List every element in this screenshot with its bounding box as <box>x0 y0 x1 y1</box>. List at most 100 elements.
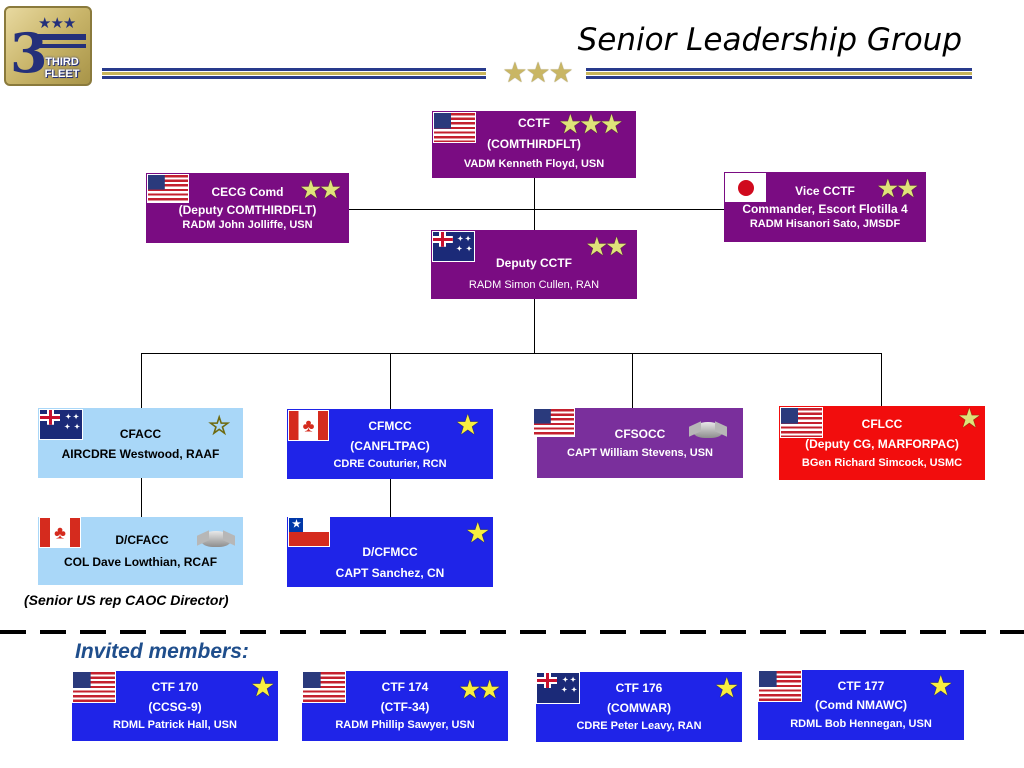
node-title: CTF 174 <box>381 680 429 694</box>
title-rule-left <box>102 68 486 80</box>
node-officer: RDML Bob Hennegan, USN <box>790 718 932 730</box>
node-title: CCTF <box>518 116 550 130</box>
invited-member-ctf-170: ★ CTF 170 (CCSG-9) RDML Patrick Hall, US… <box>72 671 278 741</box>
usa-flag-icon <box>533 408 575 437</box>
logo-bar-secondary <box>36 44 86 48</box>
australia-flag-icon <box>536 672 580 704</box>
node-title: CTF 177 <box>837 679 885 693</box>
canada-flag-icon <box>288 410 329 441</box>
usa-flag-icon <box>433 112 476 143</box>
node-cflcc: ★ CFLCC (Deputy CG, MARFORPAC) BGen Rich… <box>779 406 985 480</box>
eagle-insignia-icon <box>201 531 231 547</box>
node-subtitle: Commander, Escort Flotilla 4 <box>742 202 908 216</box>
connector-line <box>390 353 391 409</box>
eagle-insignia-icon <box>693 422 723 438</box>
two-star-rank-icon: ★★ <box>301 177 341 202</box>
node-officer: RADM Phillip Sawyer, USN <box>335 719 475 731</box>
node-title: CTF 176 <box>615 681 663 695</box>
node-subtitle: (COMTHIRDFLT) <box>487 137 581 151</box>
node-d-cfacc: D/CFACC COL Dave Lowthian, RCAF <box>38 517 243 585</box>
node-cfacc: ☆ CFACC AIRCDRE Westwood, RAAF <box>38 408 243 478</box>
node-subtitle: (Deputy COMTHIRDFLT) <box>178 203 317 217</box>
node-officer: RADM Simon Cullen, RAN <box>468 279 600 291</box>
invited-members-label: Invited members: <box>75 640 249 663</box>
connector-line <box>348 209 724 210</box>
usa-flag-icon <box>780 407 823 438</box>
node-cfmcc: ★ CFMCC (CANFLTPAC) CDRE Couturier, RCN <box>287 409 493 479</box>
node-officer: RADM Hisanori Sato, JMSDF <box>749 218 901 230</box>
title-rule-right <box>586 68 972 80</box>
one-star-rank-icon: ★ <box>467 520 489 547</box>
node-subtitle: (CCSG-9) <box>148 700 202 714</box>
node-cecg-comd: ★★ CECG Comd (Deputy COMTHIRDFLT) RADM J… <box>146 173 349 243</box>
node-deputy-cctf: ★★ Deputy CCTF RADM Simon Cullen, RAN <box>431 230 637 299</box>
node-subtitle: (CANFLTPAC) <box>350 439 430 453</box>
node-officer: RDML Patrick Hall, USN <box>113 719 237 731</box>
node-title: CFLCC <box>861 417 903 431</box>
connector-line <box>390 479 391 517</box>
two-star-rank-icon: ★★ <box>878 176 918 201</box>
one-star-rank-icon: ★ <box>457 412 479 439</box>
connector-line <box>141 478 142 518</box>
connector-line <box>534 178 535 230</box>
node-title: Vice CCTF <box>795 184 855 198</box>
connector-line <box>881 353 882 406</box>
node-cctf: ★★★ CCTF (COMTHIRDFLT) VADM Kenneth Floy… <box>432 111 636 178</box>
node-officer: RADM John Jolliffe, USN <box>182 219 313 231</box>
node-officer: CAPT Sanchez, CN <box>335 566 445 580</box>
one-star-rank-icon: ★ <box>959 405 980 431</box>
page-title: Senior Leadership Group <box>577 22 962 58</box>
usa-flag-icon <box>302 671 346 703</box>
usa-flag-icon <box>72 671 116 703</box>
logo-bar <box>36 34 86 40</box>
node-subtitle: (COMWAR) <box>607 701 671 715</box>
node-officer: CDRE Couturier, RCN <box>333 458 447 470</box>
node-officer: BGen Richard Simcock, USMC <box>801 457 963 469</box>
canada-flag-icon <box>39 517 81 548</box>
australia-flag-icon <box>432 231 475 262</box>
one-star-rank-icon: ★ <box>930 673 952 700</box>
third-fleet-logo: 3 ★★★ THIRD FLEET <box>4 6 92 86</box>
node-d-cfmcc: ★ D/CFMCC CAPT Sanchez, CN <box>287 517 493 587</box>
chile-flag-icon <box>288 517 330 547</box>
caoc-note: (Senior US rep CAOC Director) <box>24 592 229 608</box>
one-star-rank-icon: ☆ <box>208 412 231 440</box>
node-officer: AIRCDRE Westwood, RAAF <box>61 447 220 461</box>
node-title: CFSOCC <box>614 427 666 441</box>
node-title: D/CFMCC <box>362 545 418 559</box>
japan-flag-icon <box>725 173 766 202</box>
node-cfsocc: CFSOCC CAPT William Stevens, USN <box>533 408 743 478</box>
node-vice-cctf: ★★ Vice CCTF Commander, Escort Flotilla … <box>724 172 926 242</box>
one-star-rank-icon: ★ <box>252 674 274 701</box>
one-star-rank-icon: ★ <box>716 675 738 702</box>
node-title: CECG Comd <box>211 185 284 199</box>
node-title: CFACC <box>119 427 162 441</box>
invited-member-ctf-174: ★★ CTF 174 (CTF-34) RADM Phillip Sawyer,… <box>302 671 508 741</box>
logo-stars-icon: ★★★ <box>38 15 76 32</box>
dashed-separator <box>0 630 1024 634</box>
invited-member-ctf-177: ★ CTF 177 (Comd NMAWC) RDML Bob Hennegan… <box>758 670 964 740</box>
node-officer: VADM Kenneth Floyd, USN <box>463 158 605 170</box>
usa-flag-icon <box>147 174 189 203</box>
two-star-rank-icon: ★★ <box>460 677 500 702</box>
node-subtitle: (Comd NMAWC) <box>815 698 907 712</box>
node-subtitle: (CTF-34) <box>380 700 430 714</box>
two-star-rank-icon: ★★ <box>587 234 627 259</box>
connector-line <box>632 353 633 409</box>
node-title: CTF 170 <box>151 680 199 694</box>
australia-flag-icon <box>39 409 83 440</box>
node-officer: CDRE Peter Leavy, RAN <box>576 720 702 732</box>
connector-line <box>534 299 535 354</box>
node-officer: CAPT William Stevens, USN <box>567 447 713 459</box>
node-officer: COL Dave Lowthian, RCAF <box>63 555 218 569</box>
node-title: Deputy CCTF <box>496 256 572 270</box>
invited-member-ctf-176: ★ CTF 176 (COMWAR) CDRE Peter Leavy, RAN <box>536 672 742 742</box>
three-star-rank-icon: ★★★ <box>560 111 622 137</box>
connector-line <box>141 353 882 354</box>
node-title: D/CFACC <box>115 533 169 547</box>
logo-text: THIRD FLEET <box>44 56 80 80</box>
title-stars-icon: ★★★ <box>502 57 573 88</box>
node-title: CFMCC <box>368 419 412 433</box>
connector-line <box>141 353 142 409</box>
usa-flag-icon <box>758 670 802 702</box>
